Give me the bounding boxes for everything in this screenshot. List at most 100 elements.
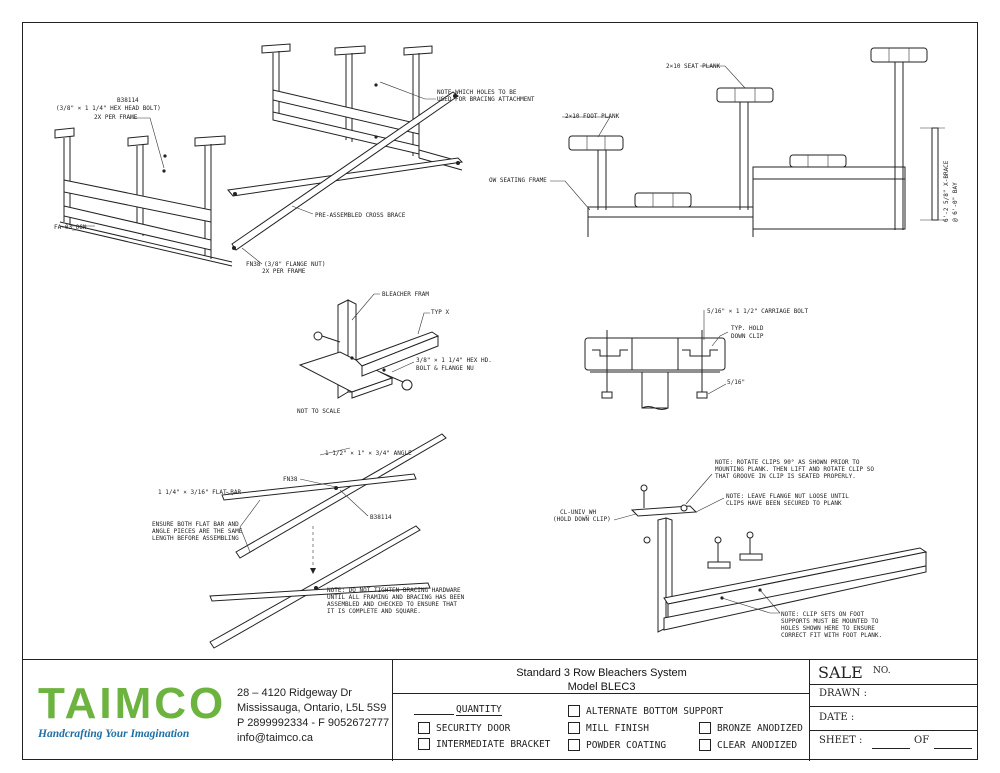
label-clip-sets-1: NOTE: CLIP SETS ON FOOT: [781, 611, 864, 618]
phone-line: P 2899992334 - F 9052672777: [237, 717, 390, 729]
divider: [392, 693, 809, 694]
label-note-tighten-4: IT IS COMPLETE AND SQUARE.: [327, 608, 421, 615]
checkbox[interactable]: [418, 722, 430, 734]
sheet-label: SHEET :: [819, 735, 863, 746]
label-rotate-3: THAT GROOVE IN CLIP IS SEATED PROPERLY.: [715, 473, 856, 480]
clip-installation-detail: NOTE: ROTATE CLIPS 90° AS SHOWN PRIOR TO…: [553, 459, 928, 639]
assembly-drawing: B38114 (3/8" × 1 1/4" HEX HEAD BOLT) 2X …: [54, 43, 959, 649]
option-label: POWDER COATING: [586, 739, 667, 751]
label-loose-1: NOTE: LEAVE FLANGE NUT LOOSE UNTIL: [726, 493, 849, 500]
label-clip-sets-3: HOLES SHOWN HERE TO ENSURE: [781, 625, 875, 632]
quantity-field[interactable]: QUANTITY: [414, 704, 502, 716]
label-cross-brace: PRE-ASSEMBLED CROSS BRACE: [315, 212, 406, 219]
option-security-door[interactable]: SECURITY DOOR: [418, 722, 510, 734]
option-label: MILL FINISH: [586, 722, 649, 734]
option-mill-finish[interactable]: MILL FINISH: [568, 722, 649, 734]
sheet-total-field[interactable]: [934, 748, 972, 749]
label-foot-plank: 2×10 FOOT PLANK: [565, 113, 620, 120]
divider: [809, 706, 978, 707]
label-clip-sets-4: CORRECT FIT WITH FOOT PLANK.: [781, 632, 882, 639]
label-seating-frame: OW SEATING FRAME: [489, 177, 547, 184]
company-address: 28 – 4120 Ridgeway Dr Mississauga, Ontar…: [237, 686, 389, 746]
option-label: INTERMEDIATE BRACKET: [436, 738, 551, 750]
label-fn38: FN38: [283, 476, 298, 483]
label-hex-hd-1: 3/8" × 1 1/4" HEX HD.: [416, 357, 492, 364]
clip-section-detail: 5/16" × 1 1/2" CARRIAGE BOLT TYP. HOLD D…: [584, 308, 809, 410]
logo-tagline: Handcrafting Your Imagination: [38, 728, 190, 740]
label-fn38-flange: FN38 (3/8" FLANGE NUT): [246, 261, 325, 268]
label-xbrace-1: 6'-2 5/8" X-BRACE: [943, 160, 950, 222]
label-flat-bar: 1 1/4" × 3/16" FLAT BAR: [158, 489, 241, 496]
divider: [809, 730, 978, 731]
label-angle: 1 1/2" × 1" × 3/4" ANGLE: [325, 450, 412, 457]
option-label: CLEAR ANODIZED: [717, 739, 798, 751]
label-hold-down-1: TYP. HOLD: [731, 325, 764, 332]
label-cl-univ-1: CL-UNIV_WH: [560, 509, 597, 516]
label-b38114-a: B38114: [117, 97, 139, 104]
label-xbrace-2: @ 6'-0" BAY: [952, 182, 959, 222]
label-rotate-2: MOUNTING PLANK. THEN LIFT AND ROTATE CLI…: [715, 466, 874, 473]
label-seat-plank: 2×10 SEAT PLANK: [666, 63, 721, 70]
drawn-label: DRAWN :: [819, 688, 867, 699]
bolt-connection-detail: BLEACHER FRAM TYP X 3/8" × 1 1/4" HEX HD…: [297, 291, 492, 415]
label-note-holes-2: USED FOR BRACING ATTACHMENT: [437, 96, 535, 103]
divider: [809, 660, 810, 761]
option-label: SECURITY DOOR: [436, 722, 511, 734]
checkbox[interactable]: [568, 705, 580, 717]
label-note-holes-1: NOTE WHICH HOLES TO BE: [437, 89, 517, 96]
company-logo: TAIMCO Handcrafting Your Imagination: [38, 679, 227, 752]
brace-assembly-detail: 1 1/2" × 1" × 3/4" ANGLE FN38 1 1/4" × 3…: [152, 433, 465, 649]
divider: [809, 684, 978, 685]
checkbox[interactable]: [699, 739, 711, 751]
date-label: DATE :: [819, 712, 855, 723]
model-block: Standard 3 Row Bleachers System Model BL…: [394, 666, 809, 694]
label-rotate-1: NOTE: ROTATE CLIPS 90° AS SHOWN PRIOR TO: [715, 459, 860, 466]
side-elevation: 2×10 SEAT PLANK 2×10 FOOT PLANK OW SEATI…: [489, 47, 959, 237]
address-line: Mississauga, Ontario, L5L 5S9: [237, 702, 387, 714]
label-five-sixteenths: 5/16": [727, 379, 745, 386]
sheet-number-field[interactable]: [872, 748, 910, 749]
label-hex-hd-2: BOLT & FLANGE NU: [416, 365, 474, 372]
label-not-to-scale: NOT TO SCALE: [297, 408, 341, 415]
label-note-tighten-3: ASSEMBLED AND CHECKED TO ENSURE THAT: [327, 601, 457, 608]
label-carriage-bolt: 5/16" × 1 1/2" CARRIAGE BOLT: [707, 308, 809, 315]
label-per-frame-b: 2X PER FRAME: [262, 268, 306, 275]
divider: [392, 660, 393, 761]
sale-number-label: NO.: [873, 666, 891, 676]
email-line: info@taimco.ca: [237, 732, 313, 744]
option-powder-coating[interactable]: POWDER COATING: [568, 739, 666, 751]
system-title: Standard 3 Row Bleachers System: [516, 667, 687, 679]
logo-wordmark: TAIMCO: [38, 679, 227, 728]
checkbox[interactable]: [699, 722, 711, 734]
label-per-frame-a: 2X PER FRAME: [94, 114, 138, 121]
label-typ-x: TYP X: [431, 309, 449, 316]
option-alternate-bottom-support[interactable]: ALTERNATE BOTTOM SUPPORT: [568, 705, 723, 717]
title-block: TAIMCO Handcrafting Your Imagination 28 …: [22, 659, 978, 761]
of-label: OF: [914, 735, 930, 746]
option-intermediate-bracket[interactable]: INTERMEDIATE BRACKET: [418, 738, 550, 750]
label-ensure-1: ENSURE BOTH FLAT BAR AND: [152, 521, 239, 528]
quantity-label: QUANTITY: [456, 704, 502, 716]
checkbox[interactable]: [568, 739, 580, 751]
label-hex-bolt: (3/8" × 1 1/4" HEX HEAD BOLT): [56, 105, 161, 112]
option-label: ALTERNATE BOTTOM SUPPORT: [586, 705, 724, 717]
label-loose-2: CLIPS HAVE BEEN SECURED TO PLANK: [726, 500, 842, 507]
label-ensure-2: ANGLE PIECES ARE THE SAME: [152, 528, 243, 535]
label-note-tighten-2: UNTIL ALL FRAMING AND BRACING HAS BEEN: [327, 594, 465, 601]
label-bleacher-fram: BLEACHER FRAM: [382, 291, 429, 298]
label-clip-sets-2: SUPPORTS MUST BE MOUNTED TO: [781, 618, 879, 625]
address-line: 28 – 4120 Ridgeway Dr: [237, 687, 352, 699]
model-number: Model BLEC3: [567, 681, 636, 693]
label-fa-part: FA-03_06N: [54, 224, 87, 231]
label-note-tighten-1: NOTE: DO NOT TIGHTEN BRACING HARDWARE: [327, 587, 461, 594]
drawing-frame: [22, 22, 978, 760]
label-b38114-b: B38114: [370, 514, 392, 521]
option-bronze-anodized[interactable]: BRONZE ANODIZED: [699, 722, 803, 734]
label-hold-down-2: DOWN CLIP: [731, 333, 764, 340]
label-ensure-3: LENGTH BEFORE ASSEMBLING: [152, 535, 239, 542]
checkbox[interactable]: [568, 722, 580, 734]
option-clear-anodized[interactable]: CLEAR ANODIZED: [699, 739, 797, 751]
checkbox[interactable]: [418, 738, 430, 750]
label-cl-univ-2: (HOLD DOWN CLIP): [553, 516, 611, 523]
option-label: BRONZE ANODIZED: [717, 722, 803, 734]
